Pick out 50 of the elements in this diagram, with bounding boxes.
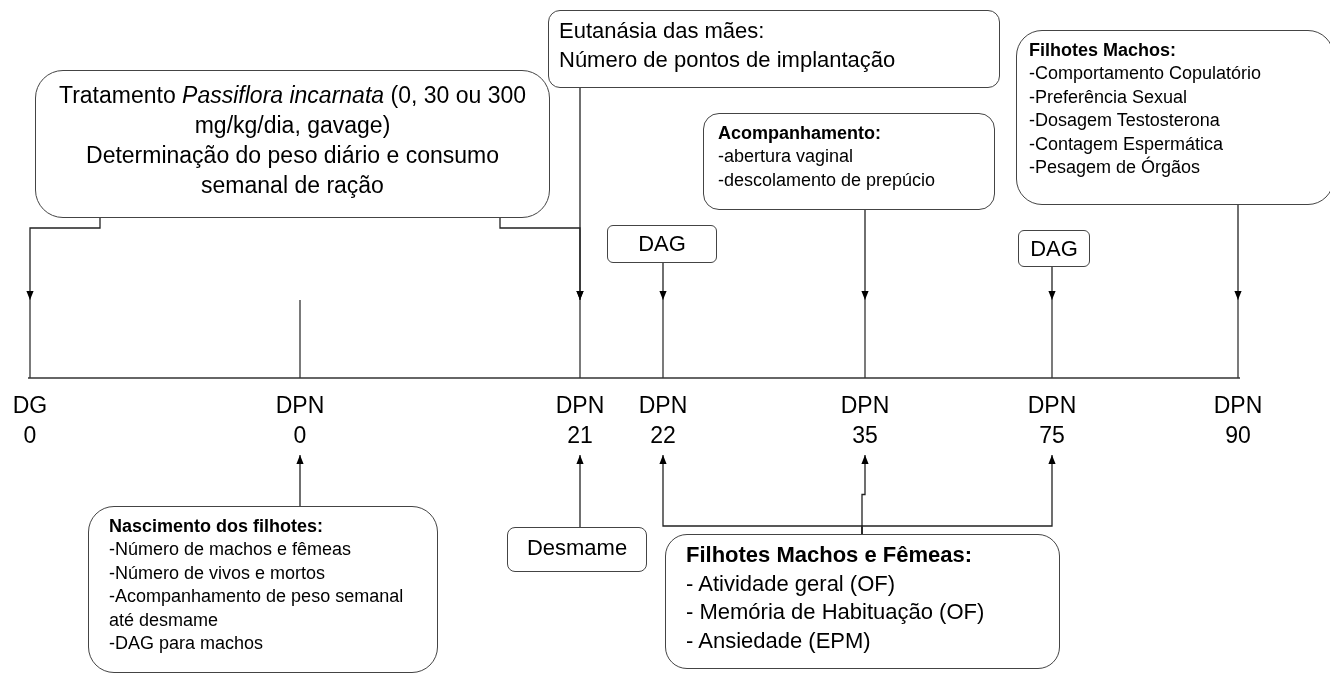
box-heading: Filhotes Machos:	[1029, 39, 1177, 62]
box-text: -Número de vivos e mortos	[109, 561, 327, 585]
box-text: -Comportamento Copulatório	[1029, 62, 1263, 86]
box-text: -descolamento de prepúcio	[718, 168, 937, 192]
box-text: -Acompanhamento de peso semanal até desmame	[109, 585, 405, 632]
arrow	[296, 454, 304, 507]
note-box	[607, 225, 717, 263]
note-box	[1018, 230, 1090, 267]
box-text: Eutanásia das mães:	[559, 17, 766, 45]
tick-label: DPN 0	[275, 391, 325, 450]
arrow	[861, 454, 1056, 535]
note-box	[1016, 30, 1330, 205]
tick-label: DG 0	[12, 391, 48, 450]
box-text: Desmame	[525, 534, 629, 562]
box-heading: Nascimento dos filhotes:	[109, 515, 325, 538]
arrow	[576, 454, 584, 528]
box-text: -Contagem Espermática	[1029, 132, 1225, 156]
arrow	[1048, 266, 1056, 301]
box-text: -Número de machos e fêmeas	[109, 538, 353, 562]
arrow	[1234, 204, 1242, 301]
note-box	[703, 113, 995, 210]
tick-label: DPN 21	[555, 391, 605, 450]
note-box	[507, 527, 647, 572]
note-box	[35, 70, 550, 218]
box-text: -Preferência Sexual	[1029, 85, 1189, 109]
box-text: Determinação do peso diário e consumo semanal de ração	[85, 140, 500, 200]
note-box	[548, 10, 1000, 88]
box-text: -DAG para machos	[109, 631, 265, 655]
box-text: DAG	[1029, 235, 1079, 263]
box-text: -abertura vaginal	[718, 145, 855, 169]
arrow	[26, 217, 101, 301]
box-text: Tratamento Passiflora incarnata (0, 30 ou 300 mg/kg/dia, gavage)	[58, 81, 527, 140]
arrow	[576, 87, 584, 301]
note-box	[665, 534, 1060, 669]
tick-label: DPN 35	[840, 391, 890, 450]
tick-label: DPN 90	[1213, 391, 1263, 450]
arrow	[659, 262, 667, 301]
box-heading: Acompanhamento:	[718, 122, 882, 145]
box-text: - Memória de Habituação (OF)	[686, 598, 986, 627]
box-text: DAG	[637, 230, 687, 258]
tick-label: DPN 22	[638, 391, 688, 450]
note-box	[88, 506, 438, 673]
box-text: -Pesagem de Órgãos	[1029, 155, 1202, 179]
box-text: Número de pontos de implantação	[559, 45, 897, 74]
box-text: - Ansiedade (EPM)	[686, 626, 872, 655]
box-text: - Atividade geral (OF)	[686, 569, 897, 598]
arrow	[861, 209, 869, 301]
box-heading: Filhotes Machos e Fêmeas:	[686, 541, 974, 569]
box-text: -Dosagem Testosterona	[1029, 109, 1221, 133]
tick-label: DPN 75	[1027, 391, 1077, 450]
